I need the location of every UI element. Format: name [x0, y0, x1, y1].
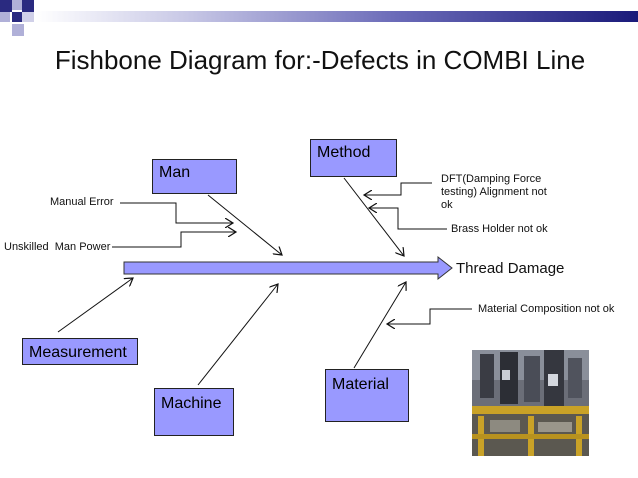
- category-method: Method: [310, 139, 397, 177]
- brass-branch: [369, 208, 447, 230]
- cause-unskilled-man-power: Unskilled Man Power: [4, 241, 111, 253]
- measurement-bone: [57, 278, 133, 333]
- cause-brass-holder: Brass Holder not ok: [451, 223, 548, 235]
- dft-branch: [364, 182, 432, 195]
- material-bone: [353, 282, 406, 369]
- corner-square-1: [0, 0, 12, 12]
- machine-bone: [197, 284, 278, 386]
- corner-square-7: [12, 24, 24, 36]
- effect-label: Thread Damage: [456, 260, 565, 277]
- corner-square-3: [22, 0, 34, 12]
- manual-error-branch: [120, 202, 233, 223]
- cause-manual-error: Manual Error: [50, 196, 114, 208]
- corner-square-5: [12, 12, 22, 22]
- corner-square-4: [0, 12, 10, 22]
- man-bone: [207, 194, 282, 255]
- title-bar: [36, 11, 638, 22]
- unskilled-branch: [112, 232, 236, 248]
- material-comp-branch: [387, 308, 472, 324]
- cause-material-composition: Material Composition not ok: [478, 303, 615, 315]
- machine-photo: [472, 350, 589, 456]
- cause-dft-alignment: DFT(Damping Force testing) Alignment not…: [441, 173, 547, 211]
- category-material: Material: [325, 369, 409, 422]
- method-bone: [343, 177, 404, 256]
- category-man: Man: [152, 159, 237, 194]
- category-measurement: Measurement: [22, 338, 138, 365]
- corner-square-6: [22, 12, 34, 22]
- category-machine: Machine: [154, 388, 234, 436]
- slide-title: Fishbone Diagram for:-Defects in COMBI L…: [54, 45, 586, 75]
- spine-arrow: [123, 255, 453, 281]
- corner-square-2: [12, 0, 22, 10]
